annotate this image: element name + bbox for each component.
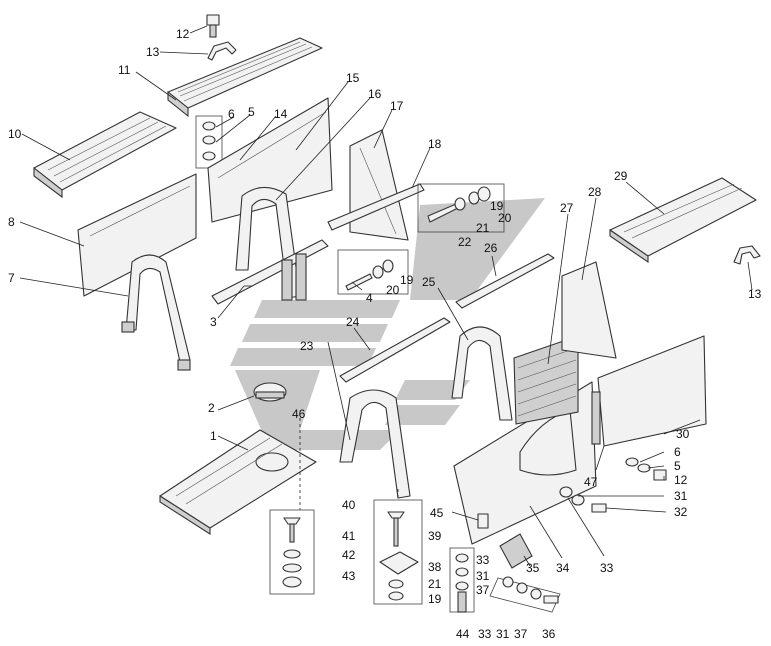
callout-labels: 12 13 11 10 6 5 14 15 16 17 18 19 20 21 … [8,27,762,641]
part-roof-panel-29 [609,177,757,264]
label-36: 36 [542,627,556,641]
label-37-mid: 37 [476,583,490,597]
part-washers-right [625,457,667,481]
part-floor-panel-1 [159,429,317,536]
label-21-lower: 21 [428,577,442,591]
label-19-upper: 19 [490,199,504,213]
label-12-top: 12 [176,27,190,41]
part-crossbeam-18 [327,183,425,231]
label-13-top: 13 [146,45,160,59]
label-41: 41 [342,529,356,543]
label-22: 22 [458,235,472,249]
part-crossbeam-26 [455,253,555,309]
part-fastener-stack-44 [449,547,475,613]
part-fastener-set-40-43 [269,509,315,595]
label-14: 14 [274,107,288,121]
label-23: 23 [300,339,314,353]
label-21-upper: 21 [476,221,490,235]
part-plate-35 [499,533,533,569]
label-17: 17 [390,99,404,113]
part-side-panel-14 [207,97,333,223]
label-26: 26 [484,241,498,255]
label-12-right: 12 [674,473,688,487]
label-7: 7 [8,271,15,285]
label-31-bottom: 31 [496,627,510,641]
part-arch-frame-7 [121,254,191,371]
part-gusset-17 [349,129,409,241]
part-side-panel-30 [591,335,707,447]
label-3: 3 [210,315,217,329]
label-5-right: 5 [674,459,681,473]
label-27: 27 [560,201,574,215]
label-20-upper: 20 [498,211,512,225]
label-2: 2 [208,401,215,415]
label-11: 11 [118,63,131,77]
part-bolt-45 [477,513,489,529]
label-31-mid: 31 [476,569,490,583]
part-roof-panel-11 [167,37,323,118]
part-gusset-28 [561,261,617,359]
part-bolt-12-top [206,14,220,38]
label-47: 47 [584,475,598,489]
label-35: 35 [526,561,540,575]
label-18: 18 [428,137,442,151]
part-bolt-set-36 [489,576,561,613]
part-crossbeam-3 [211,239,329,305]
label-42: 42 [342,548,356,562]
label-20-lower: 20 [386,283,400,297]
label-19-lower: 19 [400,273,414,287]
label-25: 25 [422,275,436,289]
label-31-right: 31 [674,489,688,503]
part-bolt-set-lower [337,249,409,295]
label-6-left: 6 [228,107,235,121]
label-8: 8 [8,215,15,229]
label-38: 38 [428,560,442,574]
part-fastener-set-19-39 [373,499,423,605]
label-16: 16 [368,87,382,101]
label-34: 34 [556,561,570,575]
part-bolt-set-upper [417,183,505,233]
label-43: 43 [342,569,356,583]
part-fastener-set-31-33-right [559,486,607,513]
part-crossbeam-24 [339,317,451,383]
part-arch-frame-25 [451,326,513,421]
label-15: 15 [346,71,360,85]
part-hatch-cover-2 [253,382,287,402]
part-grille-27 [513,335,579,425]
label-46: 46 [292,407,306,421]
label-39: 39 [428,529,442,543]
label-32: 32 [674,505,688,519]
label-37-bottom: 37 [514,627,528,641]
part-handle-13-right [733,245,761,265]
label-40: 40 [342,498,356,512]
label-10: 10 [8,127,22,141]
part-washers-5-6-left [195,115,223,169]
part-handle-13-top [207,41,237,61]
label-30: 30 [676,427,690,441]
leader-lines [19,25,753,567]
label-29: 29 [614,169,628,183]
label-33-mid: 33 [476,553,490,567]
label-24: 24 [346,315,360,329]
label-28: 28 [588,185,602,199]
label-6-right: 6 [674,445,681,459]
label-33-bottom: 33 [478,627,492,641]
label-1: 1 [210,429,217,443]
label-4: 4 [366,291,373,305]
label-45: 45 [430,506,444,520]
label-5-left: 5 [248,105,255,119]
label-19-bottom: 19 [428,592,442,606]
part-roof-panel-10 [33,111,177,199]
label-44: 44 [456,627,470,641]
part-rear-wall-34 [453,381,597,545]
label-13-right: 13 [748,287,762,301]
part-rear-panel-8 [77,173,197,297]
label-33-right: 33 [600,561,614,575]
